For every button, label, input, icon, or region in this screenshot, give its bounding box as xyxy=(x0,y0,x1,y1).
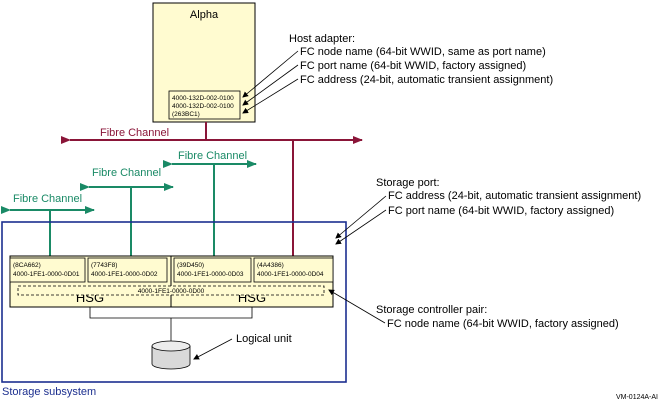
disk-icon xyxy=(151,346,191,370)
storage-port-4-address: (4A4386) xyxy=(257,262,284,269)
fibre-channel-main-label: Fibre Channel xyxy=(100,127,169,139)
storage-port-3 xyxy=(173,257,252,283)
fibre-channel-port-3: Fibre Channel xyxy=(163,150,257,258)
callout-leader-line xyxy=(328,289,386,324)
storage-port-1-wwid: 4000-1FE1-0000-0D01 xyxy=(13,271,80,278)
storage-subsystem-box xyxy=(1,221,347,383)
fibre-channel-port-3-label: Fibre Channel xyxy=(178,150,247,162)
fibre-channel-port-2: Fibre Channel xyxy=(80,167,174,258)
host-adapter-address: (263BC1) xyxy=(172,111,200,118)
fibre-channel-main: Fibre Channel xyxy=(61,122,363,258)
logical-unit: Logical unit xyxy=(89,307,292,370)
storage-subsystem-label: Storage subsystem xyxy=(2,386,96,398)
host-label: Alpha xyxy=(190,9,219,21)
host-adapter-callout: Host adapter: FC node name (64-bit WWID,… xyxy=(242,33,553,114)
callout-leader-line xyxy=(242,50,299,98)
node-wwid-label: 4000-1FE1-0000-0D00 xyxy=(138,288,205,295)
fibre-channel-port-1-label: Fibre Channel xyxy=(13,193,82,205)
storage-port-2-wwid: 4000-1FE1-0000-0D02 xyxy=(91,271,158,278)
host-adapter-port-name: 4000-132D-002-0100 xyxy=(172,103,234,110)
host-adapter-title: Host adapter: xyxy=(289,33,355,45)
storage-port-2 xyxy=(87,257,168,283)
controller-lun-bus xyxy=(89,307,253,319)
callout-leader-line xyxy=(193,338,233,360)
storage-port-4-wwid: 4000-1FE1-0000-0D04 xyxy=(257,271,324,278)
storage-port-1-address: (8CA662) xyxy=(13,262,41,269)
host-adapter-item-2: FC port name (64-bit WWID, factory assig… xyxy=(300,60,526,72)
storage-port-2-address: (7743F8) xyxy=(91,262,117,269)
storage-port-3-address: (39D450) xyxy=(177,262,204,269)
host-alpha: Alpha 4000-132D-002-0100 4000-132D-002-0… xyxy=(152,2,256,123)
node-wwid-box xyxy=(17,285,325,296)
storage-port-item-1: FC address (24-bit, automatic transient … xyxy=(388,190,641,202)
logical-unit-label: Logical unit xyxy=(236,333,292,345)
storage-port-4 xyxy=(253,257,334,283)
storage-port-item-2: FC port name (64-bit WWID, factory assig… xyxy=(388,205,614,217)
controller-pair-title: Storage controller pair: xyxy=(376,304,487,316)
storage-ports: (8CA662) 4000-1FE1-0000-0D01 (7743F8) 40… xyxy=(9,257,334,283)
host-adapter-item-1: FC node name (64-bit WWID, same as port … xyxy=(300,46,546,58)
callout-leader-line xyxy=(242,78,299,114)
storage-port-3-wwid: 4000-1FE1-0000-0D03 xyxy=(177,271,244,278)
callout-leader-line xyxy=(335,209,387,245)
callout-leader-line xyxy=(242,64,299,106)
figure-id: VM-0124A-AI xyxy=(616,394,658,401)
storage-port-1 xyxy=(9,257,86,283)
host-adapter-node-name: 4000-132D-002-0100 xyxy=(172,95,234,102)
storage-port-callout: Storage port: FC address (24-bit, automa… xyxy=(335,177,641,245)
host-adapter-box xyxy=(168,90,241,120)
disk-icon-top xyxy=(151,340,191,352)
fibre-channel-port-1: Fibre Channel xyxy=(1,193,95,258)
controller-pair-item-1: FC node name (64-bit WWID, factory assig… xyxy=(387,318,619,330)
controller-pair-callout: Storage controller pair: FC node name (6… xyxy=(328,289,619,330)
storage-port-title: Storage port: xyxy=(376,177,440,189)
callout-leader-line xyxy=(335,195,387,239)
host-adapter-item-3: FC address (24-bit, automatic transient … xyxy=(300,74,553,86)
fibre-channel-port-2-label: Fibre Channel xyxy=(92,167,161,179)
